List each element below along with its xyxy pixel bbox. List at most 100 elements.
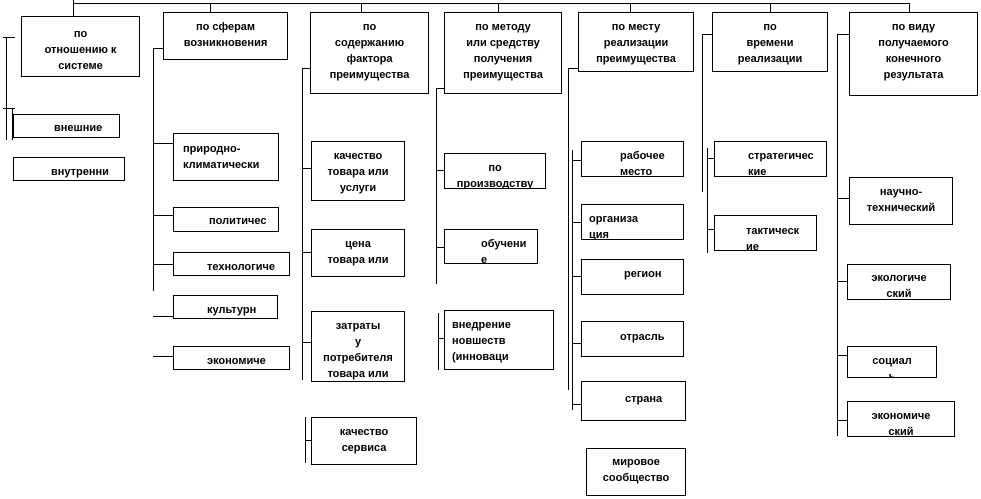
item-box: внешние [13, 114, 120, 138]
item-label: отрасль [620, 331, 665, 343]
connector-line [153, 143, 173, 144]
connector-line [572, 276, 581, 277]
item-label: рабочее место [620, 150, 665, 177]
item-box: по производству [444, 153, 546, 189]
connector-line [837, 281, 849, 282]
connector-line [770, 3, 771, 12]
item-box: регион [581, 259, 684, 295]
category-title: по виду получаемого конечного результата [878, 21, 949, 81]
item-box: социал ь [847, 346, 937, 378]
category-header-by-content-of-factor: по содержанию фактора преимущества [310, 12, 429, 94]
item-box: мировое сообщество [586, 448, 686, 496]
item-label: мировое сообщество [602, 456, 670, 484]
connector-line [707, 158, 715, 159]
connector-line [707, 148, 708, 253]
category-header-by-place-of-realization: по месту реализации преимущества [578, 12, 694, 72]
item-box: технологиче [173, 252, 290, 276]
item-box: экономиче [173, 346, 290, 370]
connector-line [3, 37, 15, 38]
item-box: качество сервиса [311, 417, 417, 465]
connector-line [837, 34, 849, 35]
connector-line [153, 356, 173, 357]
item-box: экологиче ский [847, 264, 951, 300]
item-label: затраты у потребителя товара или [323, 320, 393, 380]
item-label: страна [625, 393, 663, 405]
connector-line [302, 68, 303, 380]
item-label: внутренни [51, 166, 109, 178]
connector-line [153, 316, 173, 317]
item-label: тактическ ие [746, 225, 800, 251]
item-box: культурн [173, 295, 278, 319]
connector-line [572, 343, 581, 344]
item-label: экономиче [207, 355, 266, 367]
item-label: организа ция [589, 213, 638, 240]
connector-line [302, 342, 311, 343]
connector-line [3, 108, 15, 109]
top-connector-line [73, 3, 909, 4]
item-label: научно- технический [866, 186, 936, 214]
item-label: технологиче [207, 261, 275, 273]
category-header-by-time-of-realization: по времени реализации [712, 12, 828, 72]
item-box: научно- технический [849, 177, 953, 225]
connector-line [702, 34, 712, 35]
item-box: организа ция [581, 204, 684, 240]
item-box: тактическ ие [714, 215, 817, 251]
connector-line [436, 88, 444, 89]
item-label: экономиче ский [871, 410, 931, 437]
category-header-by-sphere-of-origin: по сферам возникновения [163, 12, 288, 60]
connector-line [302, 168, 311, 169]
item-label: по производству [456, 162, 534, 189]
item-label: экологиче ский [871, 272, 927, 300]
connector-line [302, 252, 311, 253]
connector-line [572, 222, 581, 223]
item-box: внедрение новшеств (инноваци [444, 310, 554, 370]
connector-line [210, 3, 211, 12]
item-box: страна [581, 381, 686, 421]
category-title: по методу или средству получения преимущ… [463, 21, 543, 81]
item-box: затраты у потребителя товара или [311, 311, 405, 382]
connector-line [568, 68, 569, 390]
category-header-by-type-of-result: по виду получаемого конечного результата [849, 12, 978, 96]
connector-line [568, 68, 578, 69]
item-label: внедрение новшеств (инноваци [452, 319, 511, 363]
connector-line [153, 264, 173, 265]
connector-line [305, 440, 311, 441]
connector-line [837, 355, 849, 356]
item-label: регион [624, 268, 662, 280]
connector-line [837, 198, 849, 199]
item-label: социал ь [872, 355, 912, 378]
item-label: качество товара или услуги [327, 150, 389, 194]
connector-line [630, 3, 631, 12]
connector-line [438, 313, 439, 370]
item-label: культурн [207, 304, 257, 316]
item-box: цена товара или [311, 229, 405, 277]
item-box: стратегичес кие [714, 141, 827, 177]
connector-line [837, 34, 838, 436]
item-label: обучени е [481, 238, 527, 264]
connector-line [361, 3, 362, 12]
connector-line [436, 170, 444, 171]
connector-line [572, 150, 573, 410]
item-box: экономиче ский [847, 401, 955, 437]
item-box: внутренни [13, 157, 125, 181]
connector-line [73, 0, 74, 16]
connector-line [702, 34, 703, 192]
category-title: по месту реализации преимущества [596, 21, 676, 65]
connector-line [436, 247, 444, 248]
connector-line [572, 404, 581, 405]
category-title: по сферам возникновения [183, 21, 268, 49]
connector-line [153, 48, 154, 291]
item-box: природно- климатически [173, 133, 279, 181]
item-label: качество сервиса [339, 426, 389, 454]
item-label: цена товара или [327, 238, 389, 266]
item-box: рабочее место [581, 141, 684, 177]
item-label: природно- климатически [183, 143, 260, 171]
category-header-by-relation-to-system: по отношению к системе [21, 16, 140, 77]
item-box: качество товара или услуги [311, 141, 405, 201]
category-header-by-method-or-means: по методу или средству получения преимущ… [444, 12, 562, 94]
item-box: обучени е [444, 229, 538, 264]
connector-line [302, 68, 310, 69]
connector-line [707, 229, 715, 230]
connector-line [436, 88, 437, 284]
